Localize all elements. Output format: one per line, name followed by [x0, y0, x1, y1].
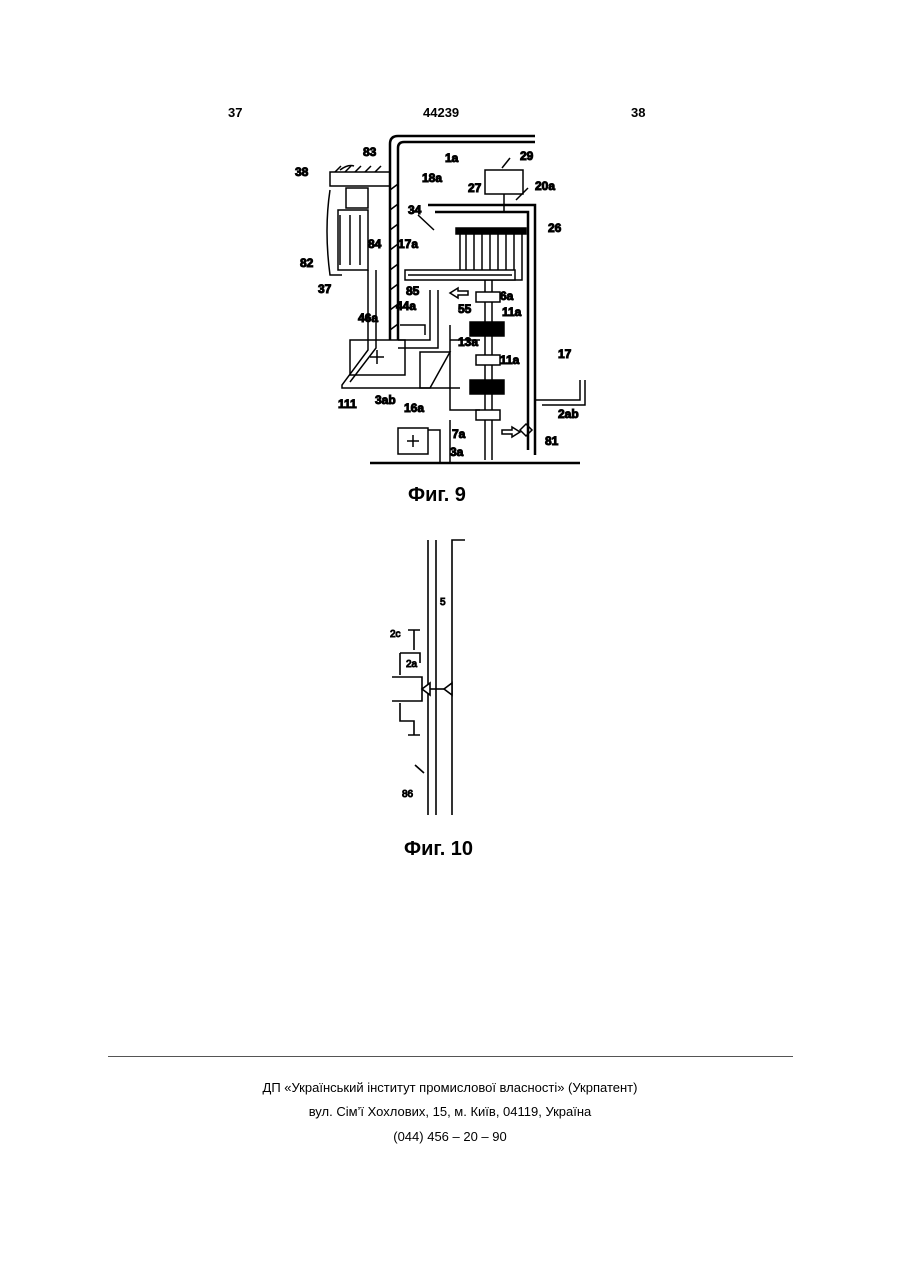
label-38: 38: [295, 165, 309, 179]
label-86: 86: [402, 789, 414, 800]
label-44a: 44a: [396, 299, 416, 313]
footer-divider: [108, 1056, 793, 1057]
label-37: 37: [318, 282, 332, 296]
label-5: 5: [440, 597, 446, 608]
label-18a: 18a: [422, 171, 442, 185]
label-29: 29: [520, 149, 534, 163]
page-number-left: 37: [228, 105, 242, 120]
label-55: 55: [458, 302, 472, 316]
patent-number: 44239: [423, 105, 459, 120]
label-17: 17: [558, 347, 572, 361]
label-81: 81: [545, 434, 559, 448]
label-13a: 13a: [458, 335, 478, 349]
label-7a: 7a: [452, 427, 466, 441]
label-85: 85: [406, 284, 420, 298]
label-82: 82: [300, 256, 314, 270]
label-111: 111: [338, 397, 357, 411]
label-17a: 17a: [398, 237, 418, 251]
label-84: 84: [368, 237, 382, 251]
footer-organization: ДП «Український інститут промислової вла…: [0, 1080, 900, 1095]
figure-10-caption: Фиг. 10: [404, 838, 473, 861]
page-number-right: 38: [631, 105, 645, 120]
label-83: 83: [363, 145, 377, 159]
label-2a: 2a: [406, 659, 418, 670]
label-16a: 16a: [404, 401, 424, 415]
label-6a: 6a: [500, 289, 514, 303]
label-1a: 1a: [445, 151, 459, 165]
label-27: 27: [468, 181, 482, 195]
footer-address: вул. Сім’ї Хохлових, 15, м. Київ, 04119,…: [0, 1104, 900, 1119]
label-26: 26: [548, 221, 562, 235]
figure-9-drawing: 83 38 1a 29 18a 27 20a 34 26 84 17a 82 3…: [280, 130, 600, 475]
footer-phone: (044) 456 – 20 – 90: [0, 1129, 900, 1144]
label-2ab: 2ab: [558, 407, 579, 421]
label-2c: 2c: [390, 629, 401, 640]
label-20a: 20a: [535, 179, 555, 193]
label-3ab: 3ab: [375, 393, 396, 407]
label-3a: 3a: [450, 445, 464, 459]
label-11a-top: 11a: [502, 305, 522, 319]
figure-10-drawing: 5 2c 2a 86: [380, 535, 490, 825]
label-46a: 46a: [358, 311, 378, 325]
label-11a-bottom: 11a: [500, 353, 520, 367]
label-34: 34: [408, 203, 422, 217]
figure-9-caption: Фиг. 9: [408, 484, 466, 507]
